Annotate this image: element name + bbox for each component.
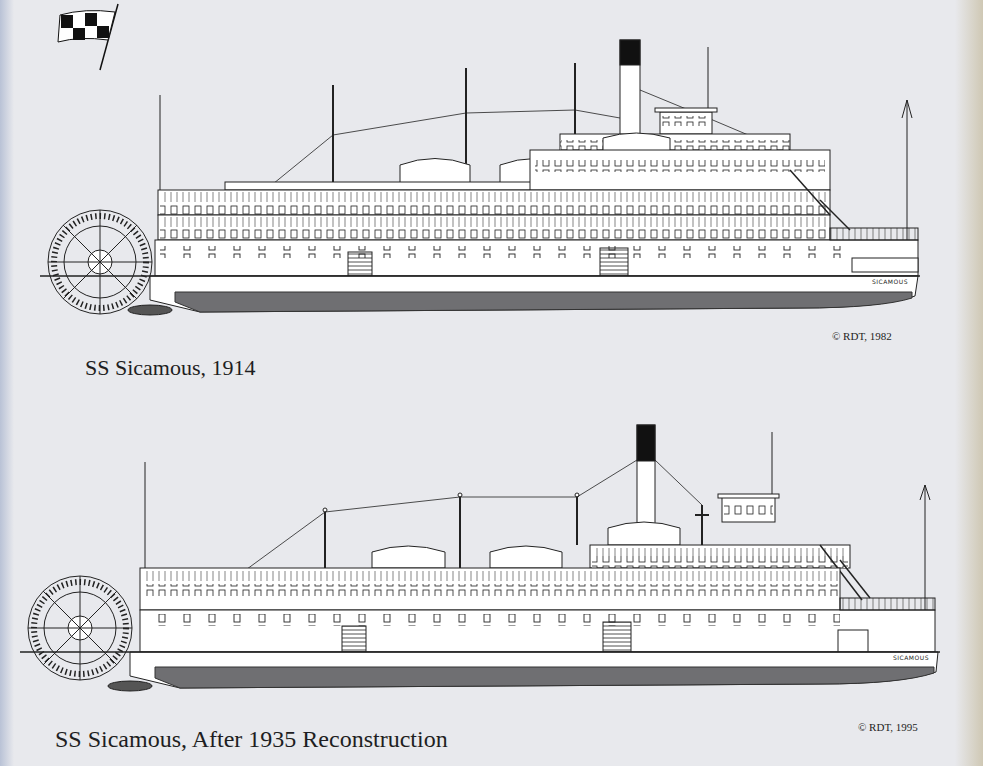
figure-caption: SS Sicamous, 1914 [85, 356, 256, 380]
steamer-1935 [20, 425, 940, 691]
page-edge [0, 0, 14, 766]
hull-name: SICAMOUS [872, 279, 908, 286]
page-edge [955, 0, 983, 766]
steamer-1914 [40, 40, 920, 315]
copyright-note: © RDT, 1982 [832, 330, 892, 342]
copyright-note: © RDT, 1995 [858, 721, 918, 733]
figure-caption: SS Sicamous, After 1935 Reconstruction [55, 726, 448, 752]
hull-name: SICAMOUS [893, 655, 929, 662]
checkered-flag [58, 4, 118, 70]
